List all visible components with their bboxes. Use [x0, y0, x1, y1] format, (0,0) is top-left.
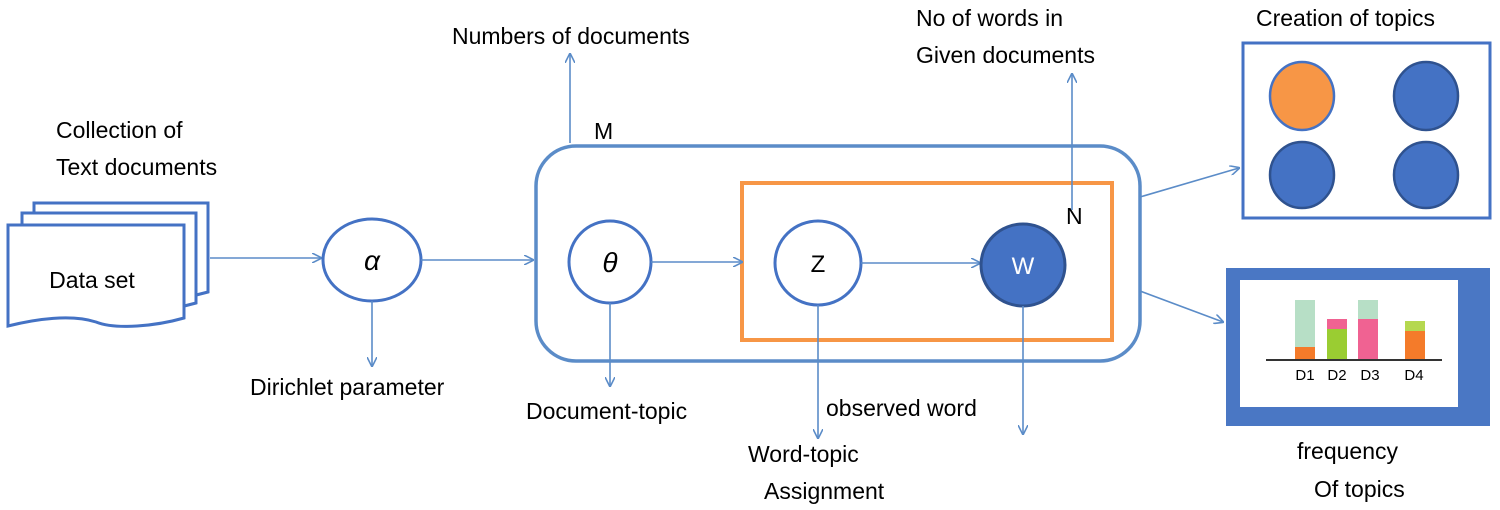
- bar-d4-bottom: [1405, 331, 1425, 360]
- tick-label-d2: D2: [1327, 367, 1346, 384]
- bar-d2-bottom: [1327, 329, 1347, 360]
- word-topic-label-line2: Assignment: [764, 478, 885, 504]
- arrow-creation-of-topics: [1139, 168, 1239, 198]
- bar-d3-bottom: [1358, 319, 1378, 360]
- observed-word-label: observed word: [826, 395, 977, 421]
- plate-n-label: N: [1066, 203, 1083, 229]
- topic-circle-blue: [1392, 60, 1460, 132]
- bar-d1-top: [1295, 300, 1315, 347]
- z-symbol: Z: [811, 251, 826, 278]
- tick-label-d3: D3: [1360, 367, 1379, 384]
- w-symbol: W: [1012, 253, 1035, 280]
- dataset-icon: [6, 201, 210, 328]
- document-topic-label: Document-topic: [526, 398, 687, 424]
- topic-circle-blue: [1268, 140, 1336, 210]
- theta-symbol: θ: [602, 247, 617, 278]
- bar-d1-bottom: [1295, 347, 1315, 360]
- no-of-words-label-line2: Given documents: [916, 42, 1095, 68]
- dirichlet-label: Dirichlet parameter: [250, 374, 445, 400]
- frequency-label-line2: Of topics: [1314, 476, 1405, 502]
- arrow-frequency: [1139, 290, 1223, 322]
- tick-label-d1: D1: [1295, 367, 1314, 384]
- topic-circle-blue: [1392, 140, 1460, 210]
- dataset-label: Data set: [49, 267, 135, 293]
- collection-label-line2: Text documents: [56, 154, 217, 180]
- no-of-words-label-line1: No of words in: [916, 5, 1063, 31]
- frequency-chart-area: [1240, 280, 1458, 407]
- bar-d4-top: [1405, 321, 1425, 331]
- tick-label-d4: D4: [1404, 367, 1423, 384]
- alpha-symbol: α: [364, 245, 381, 276]
- collection-label-line1: Collection of: [56, 117, 183, 143]
- creation-of-topics-label: Creation of topics: [1256, 5, 1435, 31]
- topic-circle-orange: [1268, 60, 1336, 132]
- bar-d3-top: [1358, 300, 1378, 319]
- bar-d2-top: [1327, 319, 1347, 329]
- word-topic-label-line1: Word-topic: [748, 441, 859, 467]
- numbers-of-documents-label: Numbers of documents: [452, 23, 690, 49]
- frequency-bar-chart: D1 D2 D3 D4: [1266, 300, 1442, 384]
- frequency-label-line1: frequency: [1297, 438, 1399, 464]
- plate-m: [534, 144, 1142, 363]
- plate-m-label: M: [594, 118, 613, 144]
